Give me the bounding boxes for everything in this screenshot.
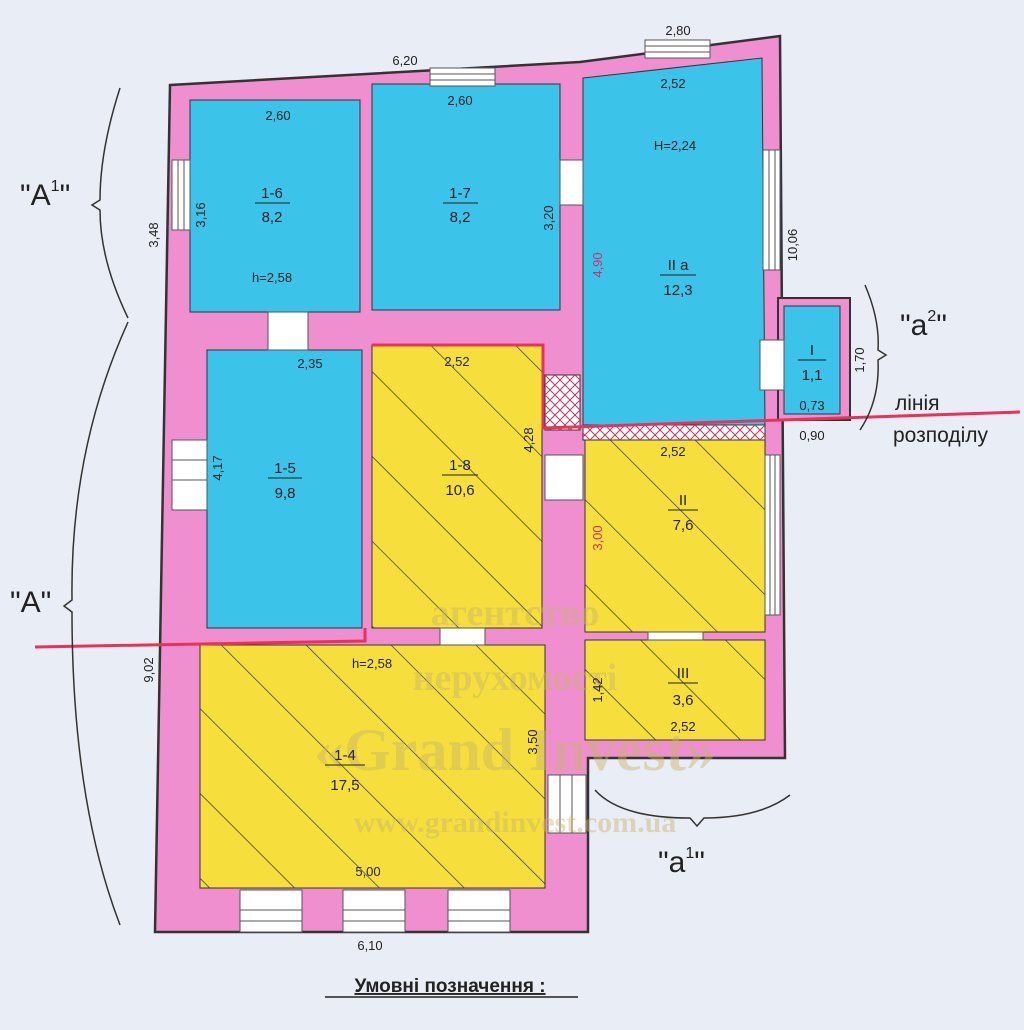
windows [171, 39, 785, 933]
dim-label: 2,80 [665, 23, 690, 38]
dim-label: 9,02 [141, 657, 156, 682]
braces [62, 87, 888, 926]
height-label: H=2,24 [654, 138, 696, 153]
room-area: 1,1 [802, 367, 823, 384]
watermark: агентство нерухомості «Grand Invest» www… [314, 592, 716, 839]
dim-label: 3,20 [541, 205, 556, 230]
room-id: 1-5 [274, 460, 296, 477]
svg-text:агентство: агентство [431, 592, 599, 634]
dim-label: 2,52 [444, 354, 469, 369]
block-labels: "A1" "A" "a2" "a1" лінія розподілу [10, 178, 989, 879]
block-A-label: "A" [10, 586, 51, 619]
dim-label: 1,42 [590, 677, 605, 702]
dim-label: 10,06 [785, 229, 800, 262]
room-1-4-hatch [200, 645, 545, 888]
dim-label: 3,48 [146, 222, 161, 247]
dim-label: 4,90 [590, 252, 605, 277]
dim-label: 1,70 [852, 347, 867, 372]
height-label: h=2,58 [252, 270, 292, 285]
svg-text:www.grandinvest.com.ua: www.grandinvest.com.ua [354, 806, 677, 839]
dim-label: 5,00 [355, 864, 380, 879]
block-a2-label: "a2" [900, 308, 947, 342]
division-line-upper [372, 343, 1021, 430]
dim-label: 6,20 [392, 53, 417, 68]
height-label: h=2,58 [352, 656, 392, 671]
room-area: 3,6 [673, 692, 694, 709]
room-id: I [810, 342, 814, 359]
dim-label: 2,60 [447, 93, 472, 108]
room-1-7 [371, 83, 561, 311]
division-line-lower [34, 628, 367, 649]
room-id: 1-6 [261, 185, 283, 202]
room-id: III [677, 665, 690, 682]
room-id: 1-8 [449, 457, 471, 474]
dim-label: 2,52 [660, 76, 685, 91]
division-line-label: лінія [895, 392, 940, 415]
room-area: 12,3 [663, 282, 692, 299]
dim-label: 0,73 [799, 398, 824, 413]
dim-label: 3,50 [525, 729, 540, 754]
block-A1-label: "A1" [20, 178, 70, 212]
room-id: II [679, 492, 687, 509]
room-id: 1-4 [334, 747, 356, 764]
block-a1-label: "a1" [658, 845, 705, 879]
room-area: 9,8 [275, 485, 296, 502]
dim-label: 2,35 [297, 356, 322, 371]
room-id: II a [668, 257, 690, 274]
svg-text:«Grand Invest»: «Grand Invest» [314, 717, 716, 783]
crosshatch-strip-fill [583, 425, 765, 440]
room-III-hatch [585, 640, 765, 740]
room-area: 7,6 [673, 517, 694, 534]
legend-title: Умовні позначення : [354, 976, 545, 997]
crosshatch-fill [545, 375, 580, 430]
room-area: 8,2 [262, 209, 283, 226]
dim-label: 2,52 [670, 719, 695, 734]
dim-label: 3,16 [193, 202, 208, 227]
room-labels: 1-6 8,2 1-7 8,2 II a 12,3 I 1,1 1-5 9,8 … [252, 138, 826, 794]
dim-label: 3,00 [590, 525, 605, 550]
dimensions: 6,20 2,80 2,52 2,60 2,60 3,16 3,48 3,20 … [141, 23, 867, 953]
room-area: 8,2 [450, 209, 471, 226]
dim-label: 0,90 [799, 428, 824, 443]
dim-label: 2,52 [660, 444, 685, 459]
room-II-hatch [585, 440, 765, 632]
room-area: 17,5 [330, 777, 359, 794]
svg-text:нерухомості: нерухомості [413, 657, 618, 699]
room-1-5 [206, 349, 363, 629]
room-area: 10,6 [445, 482, 474, 499]
room-1-8-hatch [372, 345, 542, 628]
dim-label: 6,10 [357, 938, 382, 953]
dim-label: 2,60 [265, 108, 290, 123]
dim-label: 4,17 [210, 455, 225, 480]
room-id: 1-7 [449, 185, 471, 202]
dim-label: 4,28 [521, 427, 536, 452]
division-line-label: розподілу [893, 424, 989, 447]
room-IIa [582, 57, 766, 426]
